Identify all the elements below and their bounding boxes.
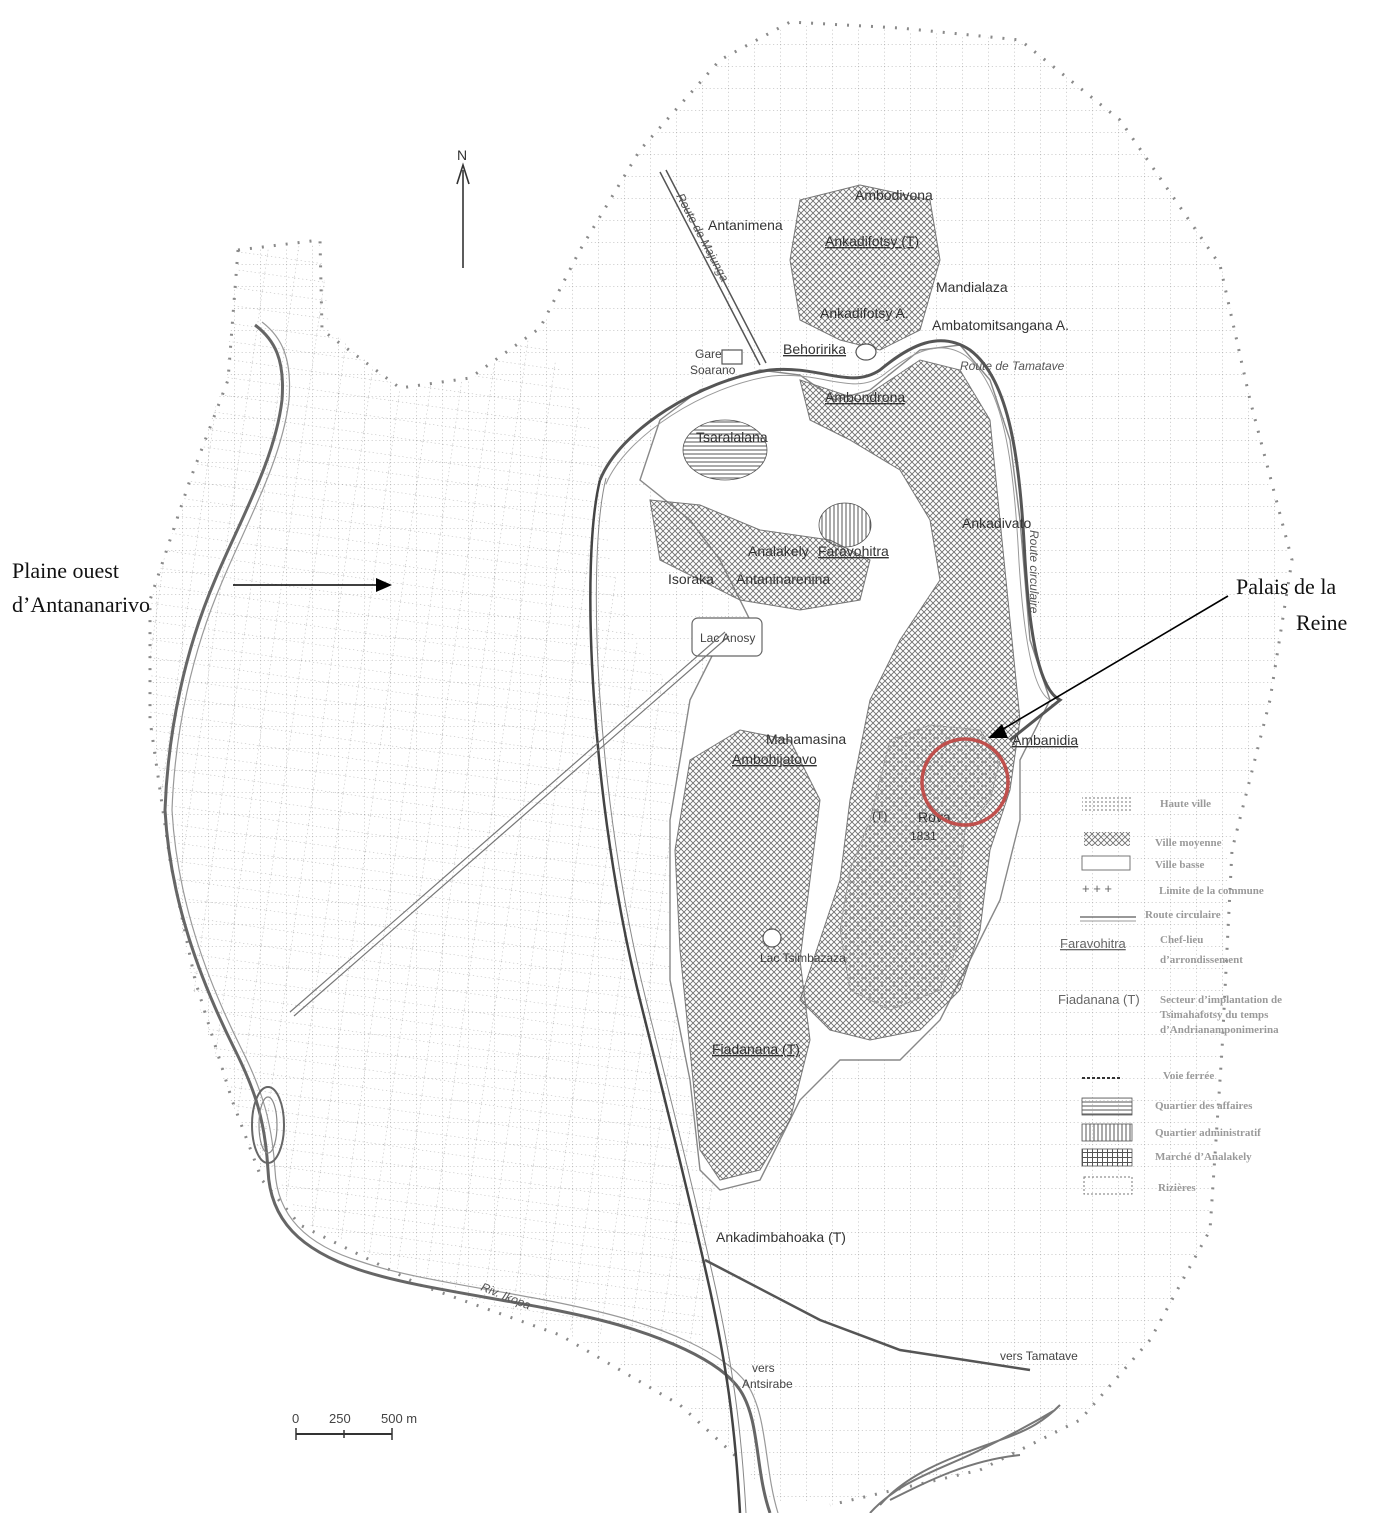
scale-label-250: 250 [329, 1411, 351, 1426]
annotation-plaine-ouest-line1: Plaine ouest [12, 558, 119, 583]
vers-tamatave: vers Tamatave [1000, 1349, 1078, 1363]
legend-label: Quartier des affaires [1155, 1100, 1253, 1112]
place-ambodivona: Ambodivona [855, 187, 933, 203]
annotation-plaine-ouest-line2: d’Antananarivo [12, 592, 150, 617]
vers-antsirabe-1: vers [752, 1361, 775, 1375]
legend-label: Secteur d’implantation de [1160, 994, 1282, 1006]
north-arrow: N [456, 147, 470, 268]
ville-moyenne-west [674, 729, 821, 1181]
legend-label: Ville basse [1155, 859, 1205, 871]
railway-track [595, 477, 747, 1513]
place-antaninarenina: Antaninarenina [736, 571, 830, 587]
legend-label: Quartier administratif [1155, 1127, 1261, 1139]
legend-sample-limite: + + + [1082, 881, 1112, 896]
place-behoririka: Behoririka [783, 341, 846, 357]
legend-label: Rizières [1158, 1182, 1196, 1194]
legend-label: Chef-lieu [1160, 934, 1203, 946]
place-t-label: (T) [872, 809, 887, 823]
quartier-affaires [682, 419, 768, 481]
place-ankadifotsy: Ankadifotsy (T) [825, 233, 919, 249]
place-mahamasina: Mahamasina [766, 731, 846, 747]
route-tamatave-label: Route de Tamatave [960, 359, 1065, 373]
place-ambatomitsangana: Ambatomitsangana A. [932, 317, 1069, 333]
legend-label: Ville moyenne [1155, 837, 1222, 849]
place-lac-anosy: Lac Anosy [700, 631, 755, 645]
ville-moyenne-north [789, 184, 941, 351]
place-ambondrona: Ambondrona [825, 389, 905, 405]
legend-sample-affaires [1081, 1097, 1133, 1116]
route-majunga [659, 169, 767, 366]
rice-field-area-west [150, 245, 720, 1350]
legend-label: Limite de la commune [1159, 885, 1264, 897]
legend-label: Tsimahafotsy du temps [1160, 1009, 1269, 1021]
place-ankadimbahoaka: Ankadimbahoaka (T) [716, 1229, 846, 1245]
place-ambohijatovo: Ambohijatovo [732, 751, 817, 767]
place-ankadivato: Ankadivato [962, 515, 1031, 531]
route-circulaire [598, 339, 1063, 742]
legend-label: Route circulaire [1145, 909, 1221, 921]
place-antanimena: Antanimena [708, 217, 783, 233]
place-tsaralalana: Tsaralalana [696, 429, 768, 445]
place-rova: Rova [918, 809, 951, 825]
legend-sample-haute-ville [1082, 795, 1132, 811]
scale-bar: 0 250 500 m [292, 1411, 417, 1440]
ville-moyenne-isoraka [649, 499, 871, 611]
legend-sample-administratif [1081, 1123, 1133, 1142]
place-ankadifotsy-a: Ankadifotsy A. [820, 305, 909, 321]
annotation-palais-line2: Reine [1296, 610, 1347, 635]
scale-label-500: 500 m [381, 1411, 417, 1426]
legend-sample-ville-moyenne [1084, 832, 1130, 846]
legend-sample-rizieres [1083, 1176, 1133, 1195]
legend-sample-ville-basse [1081, 855, 1131, 871]
vers-antsirabe-2: Antsirabe [742, 1377, 793, 1391]
arrowhead-palais [988, 724, 1008, 738]
legend-label: d’Andrianamponimerina [1160, 1024, 1279, 1036]
place-soarano: Soarano [690, 363, 736, 377]
route-circulaire-inner [605, 347, 1051, 701]
river-southeast [869, 1404, 1061, 1513]
arrowhead-plaine-ouest [376, 578, 392, 592]
north-label: N [457, 147, 467, 163]
legend: Haute ville Ville moyenne Ville basse + … [1058, 795, 1282, 1195]
place-gare: Gare [695, 347, 722, 361]
palais-highlight-circle [920, 737, 1010, 827]
place-analakely: Analakely [748, 543, 809, 559]
place-lac-tsimbazaza: Lac Tsimbazaza [760, 951, 846, 965]
place-ambanidia: Ambanidia [1012, 732, 1078, 748]
place-mandialaza: Mandialaza [936, 279, 1008, 295]
legend-sample-chef-lieu: Faravohitra [1060, 936, 1127, 951]
river-ikopa-bank [171, 321, 779, 1513]
legend-label: Haute ville [1160, 798, 1211, 810]
place-fiadanana: Fiadanana (T) [712, 1041, 800, 1057]
railway [589, 479, 742, 1513]
annotation-palais-line1: Palais de la [1236, 574, 1336, 599]
legend-sample-secteur: Fiadanana (T) [1058, 992, 1140, 1007]
gare-building [721, 349, 743, 365]
legend-sample-marche [1081, 1148, 1133, 1167]
river-meander [251, 1086, 285, 1164]
scale-label-0: 0 [292, 1411, 299, 1426]
quartier-administratif [818, 502, 872, 548]
river-meander [258, 1096, 278, 1154]
road-vers-tamatave [704, 1258, 1031, 1372]
river-ikopa [163, 323, 772, 1513]
arrow-palais [997, 595, 1229, 733]
place-faravohitra: Faravohitra [818, 543, 889, 559]
lac-tsimbazaza [762, 928, 782, 948]
road-sw-link [289, 631, 730, 1017]
legend-label: Voie ferrée [1163, 1070, 1214, 1082]
place-isoraka: Isoraka [668, 571, 714, 587]
legend-label: d’arrondissement [1160, 954, 1243, 966]
legend-label: Marché d’Analakely [1155, 1151, 1252, 1163]
place-rova-year: 1831 [910, 829, 937, 843]
lac-behoririka [855, 343, 877, 361]
route-circulaire-label: Route circulaire [1027, 530, 1041, 614]
